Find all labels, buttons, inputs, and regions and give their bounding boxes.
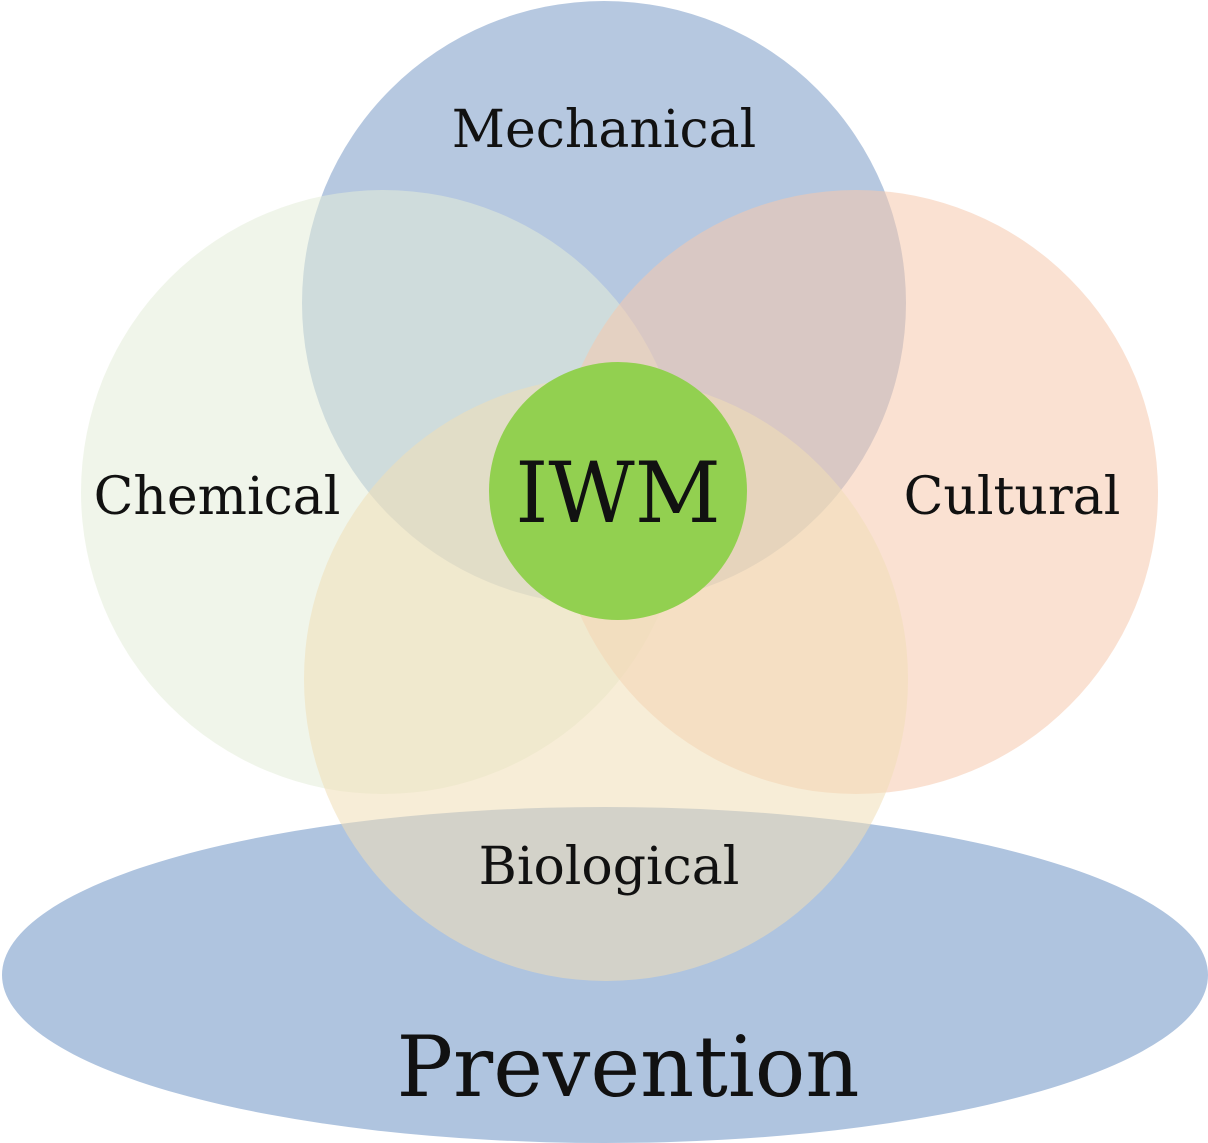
chemical-label: Chemical	[94, 467, 341, 527]
iwm-label: IWM	[515, 444, 721, 542]
iwm-center-circle	[489, 362, 747, 620]
cultural-label: Cultural	[904, 467, 1121, 527]
biological-circle	[304, 377, 908, 981]
biological-label: Biological	[479, 837, 740, 897]
mechanical-label: Mechanical	[452, 100, 757, 160]
prevention-label: Prevention	[397, 1018, 860, 1116]
